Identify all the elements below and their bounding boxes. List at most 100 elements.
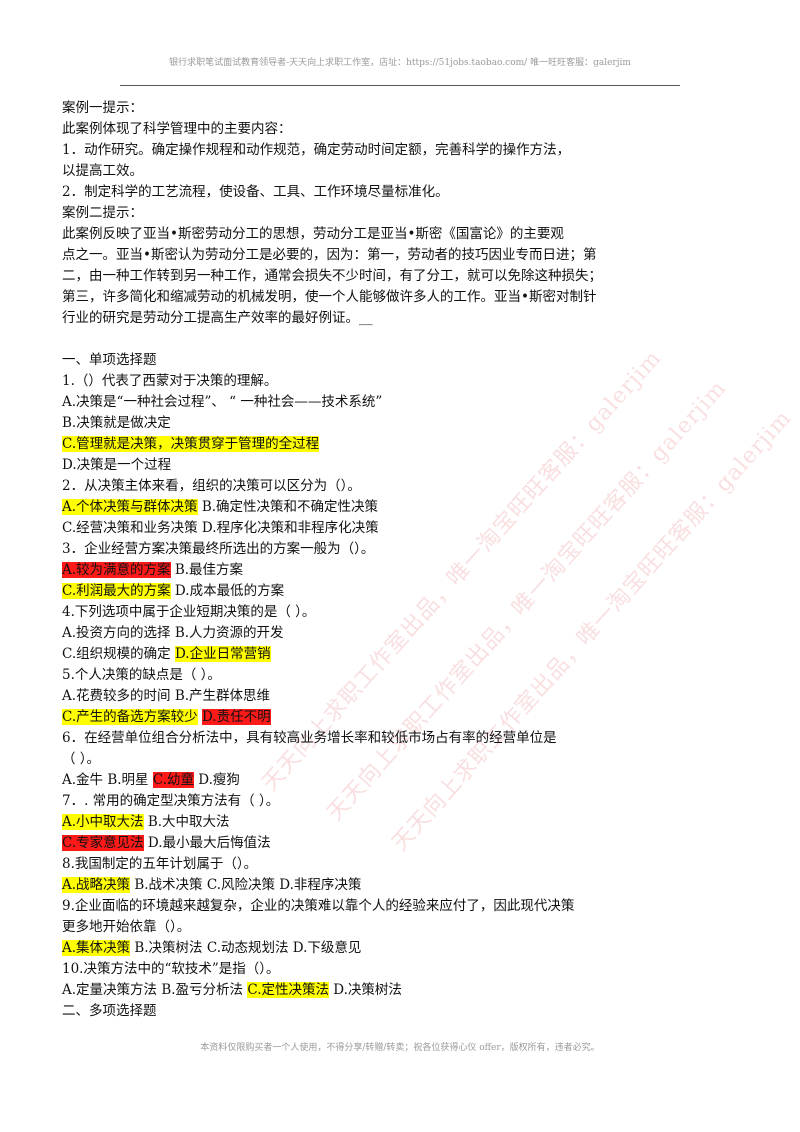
- text-segment: D.决策是一个过程: [62, 457, 172, 473]
- text-line: 此案例体现了科学管理中的主要内容：: [62, 119, 662, 140]
- page-header: 银行求职笔试面试教育领导者-天天向上求职工作室，店址：https://51job…: [169, 58, 631, 68]
- text-line: A.决策是“一种社会过程”、 “ 一种社会——技术系统”: [62, 392, 662, 413]
- highlighted-answer-yellow: D.企业日常营销: [174, 646, 271, 662]
- page-footer: 本资料仅限购买者一个人使用，不得分享/转赠/转卖；祝各位获得心仪 offer，版…: [200, 1043, 600, 1053]
- text-line: 10.决策方法中的“软技术”是指（）。: [62, 959, 662, 980]
- highlighted-answer-yellow: A.小中取大法: [62, 814, 144, 830]
- text-line: 1.（）代表了西蒙对于决策的理解。: [62, 371, 662, 392]
- text-segment: A.投资方向的选择 B.人力资源的开发: [62, 625, 284, 641]
- text-segment: B.最佳方案: [170, 562, 244, 578]
- text-line: 以提高工效。: [62, 161, 662, 182]
- text-segment: B.大中取大法: [143, 814, 230, 830]
- highlighted-answer-yellow: C.管理就是决策，决策贯穿于管理的全过程: [62, 436, 320, 452]
- text-segment: 1.（）代表了西蒙对于决策的理解。: [62, 373, 278, 389]
- text-line: 6．在经营单位组合分析法中，具有较高业务增长率和较低市场占有率的经营单位是: [62, 728, 662, 749]
- text-segment: 2．从决策主体来看，组织的决策可以区分为（）。: [62, 478, 361, 494]
- text-line: 一、单项选择题: [62, 350, 662, 371]
- text-line: 点之一。亚当•斯密认为劳动分工是必要的，因为：第一，劳动者的技巧因业专而日进；第: [62, 245, 662, 266]
- text-segment: 9.企业面临的环境越来越复杂，企业的决策难以靠个人的经验来应付了，因此现代决策: [62, 898, 575, 914]
- text-line: A.个体决策与群体决策 B.确定性决策和不确定性决策: [62, 497, 662, 518]
- text-line: 第三，许多简化和缩减劳动的机械发明，使一个人能够做许多人的工作。亚当•斯密对制针: [62, 287, 662, 308]
- text-segment: B.决策就是做决定: [62, 415, 171, 431]
- highlighted-answer-yellow: C.产生的备选方案较少: [62, 709, 198, 725]
- text-segment: 二、多项选择题: [62, 1003, 157, 1019]
- text-segment: 此案例体现了科学管理中的主要内容：: [62, 121, 292, 137]
- document-body: 案例一提示： 此案例体现了科学管理中的主要内容： 1．动作研究。确定操作规程和动作规…: [62, 98, 662, 1022]
- text-segment: A.花费较多的时间 B.产生群体思维: [62, 688, 271, 704]
- text-segment: 6．在经营单位组合分析法中，具有较高业务增长率和较低市场占有率的经营单位是: [62, 730, 557, 746]
- text-segment: B.确定性决策和不确定性决策: [197, 499, 379, 515]
- highlighted-answer-yellow: C.定性决策法: [247, 982, 329, 998]
- text-segment: 行业的研究是劳动分工提高生产效率的最好例证。__: [62, 310, 373, 326]
- text-line: C.专家意见法 D.最小最大后悔值法: [62, 833, 662, 854]
- text-line: A.金牛 B.明星 C.幼童 D.瘦狗: [62, 770, 662, 791]
- text-line: A.小中取大法 B.大中取大法: [62, 812, 662, 833]
- text-segment: 以提高工效。: [62, 163, 143, 179]
- text-line: 4.下列选项中属于企业短期决策的是（ ）。: [62, 602, 662, 623]
- text-line: 7．. 常用的确定型决策方法有（ ）。: [62, 791, 662, 812]
- text-segment: （ ）。: [62, 751, 101, 767]
- text-segment: 4.下列选项中属于企业短期决策的是（ ）。: [62, 604, 316, 620]
- text-segment: C.组织规模的确定: [62, 646, 175, 662]
- text-segment: 案例二提示：: [62, 205, 143, 221]
- text-line: 二，由一种工作转到另一种工作，通常会损失不少时间，有了分工，就可以免除这种损失；: [62, 266, 662, 287]
- text-line: C.利润最大的方案 D.成本最低的方案: [62, 581, 662, 602]
- text-line: 3．企业经营方案决策最终所选出的方案一般为（）。: [62, 539, 662, 560]
- highlighted-answer-yellow: C.利润最大的方案: [62, 583, 171, 599]
- text-segment: 10.决策方法中的“软技术”是指（）。: [62, 961, 280, 977]
- highlighted-answer-yellow: A.战略决策: [62, 877, 131, 893]
- text-segment: 点之一。亚当•斯密认为劳动分工是必要的，因为：第一，劳动者的技巧因业专而日进；第: [62, 247, 597, 263]
- text-line: 二、多项选择题: [62, 1001, 662, 1022]
- text-line: 2．制定科学的工艺流程，使设备、工具、工作环境尽量标准化。: [62, 182, 662, 203]
- text-segment: A.金牛 B.明星: [62, 772, 153, 788]
- text-segment: 一、单项选择题: [62, 352, 157, 368]
- text-line: D.决策是一个过程: [62, 455, 662, 476]
- highlighted-answer-red: A.较为满意的方案: [62, 562, 171, 578]
- text-line: 此案例反映了亚当•斯密劳动分工的思想，劳动分工是亚当•斯密《国富论》的主要观: [62, 224, 662, 245]
- text-line: （ ）。: [62, 749, 662, 770]
- text-line: 2．从决策主体来看，组织的决策可以区分为（）。: [62, 476, 662, 497]
- text-segment: B.决策树法 C.动态规划法 D.下级意见: [130, 940, 362, 956]
- text-line: C.组织规模的确定 D.企业日常营销: [62, 644, 662, 665]
- text-line: 9.企业面临的环境越来越复杂，企业的决策难以靠个人的经验来应付了，因此现代决策: [62, 896, 662, 917]
- text-line: A.较为满意的方案 B.最佳方案: [62, 560, 662, 581]
- text-segment: 1．动作研究。确定操作规程和动作规范，确定劳动时间定额，完善科学的操作方法，: [62, 142, 571, 158]
- text-segment: 3．企业经营方案决策最终所选出的方案一般为（）。: [62, 541, 375, 557]
- text-segment: D.决策树法: [328, 982, 402, 998]
- text-segment: 7．. 常用的确定型决策方法有（ ）。: [62, 793, 280, 809]
- text-segment: 8.我国制定的五年计划属于（）。: [62, 856, 258, 872]
- text-segment: D.成本最低的方案: [170, 583, 285, 599]
- text-line: A.集体决策 B.决策树法 C.动态规划法 D.下级意见: [62, 938, 662, 959]
- text-segment: 此案例反映了亚当•斯密劳动分工的思想，劳动分工是亚当•斯密《国富论》的主要观: [62, 226, 564, 242]
- text-line: C.管理就是决策，决策贯穿于管理的全过程: [62, 434, 662, 455]
- text-line: 更多地开始依靠（）。: [62, 917, 662, 938]
- blank-line: [62, 329, 662, 350]
- header-divider: [120, 85, 680, 86]
- text-segment: 5.个人决策的缺点是（ ）。: [62, 667, 221, 683]
- text-line: 1．动作研究。确定操作规程和动作规范，确定劳动时间定额，完善科学的操作方法，: [62, 140, 662, 161]
- text-segment: 更多地开始依靠（）。: [62, 919, 191, 935]
- text-line: 案例一提示：: [62, 98, 662, 119]
- text-line: 案例二提示：: [62, 203, 662, 224]
- text-line: B.决策就是做决定: [62, 413, 662, 434]
- text-segment: B.战术决策 C.风险决策 D.非程序决策: [130, 877, 362, 893]
- highlighted-answer-red: C.幼童: [152, 772, 194, 788]
- highlighted-answer-red: D.责任不明: [201, 709, 271, 725]
- text-segment: 二，由一种工作转到另一种工作，通常会损失不少时间，有了分工，就可以免除这种损失；: [62, 268, 602, 284]
- text-segment: D.瘦狗: [193, 772, 240, 788]
- text-segment: D.最小最大后悔值法: [143, 835, 271, 851]
- text-line: A.战略决策 B.战术决策 C.风险决策 D.非程序决策: [62, 875, 662, 896]
- text-line: 8.我国制定的五年计划属于（）。: [62, 854, 662, 875]
- text-segment: 案例一提示：: [62, 100, 143, 116]
- text-line: A.花费较多的时间 B.产生群体思维: [62, 686, 662, 707]
- text-segment: C.经营决策和业务决策 D.程序化决策和非程序化决策: [62, 520, 379, 536]
- text-line: 行业的研究是劳动分工提高生产效率的最好例证。__: [62, 308, 662, 329]
- highlighted-answer-yellow: A.集体决策: [62, 940, 131, 956]
- text-line: C.经营决策和业务决策 D.程序化决策和非程序化决策: [62, 518, 662, 539]
- text-line: C.产生的备选方案较少 D.责任不明: [62, 707, 662, 728]
- highlighted-answer-yellow: A.个体决策与群体决策: [62, 499, 198, 515]
- highlighted-answer-red: C.专家意见法: [62, 835, 144, 851]
- text-segment: A.定量决策方法 B.盈亏分析法: [62, 982, 248, 998]
- text-line: 5.个人决策的缺点是（ ）。: [62, 665, 662, 686]
- text-line: A.投资方向的选择 B.人力资源的开发: [62, 623, 662, 644]
